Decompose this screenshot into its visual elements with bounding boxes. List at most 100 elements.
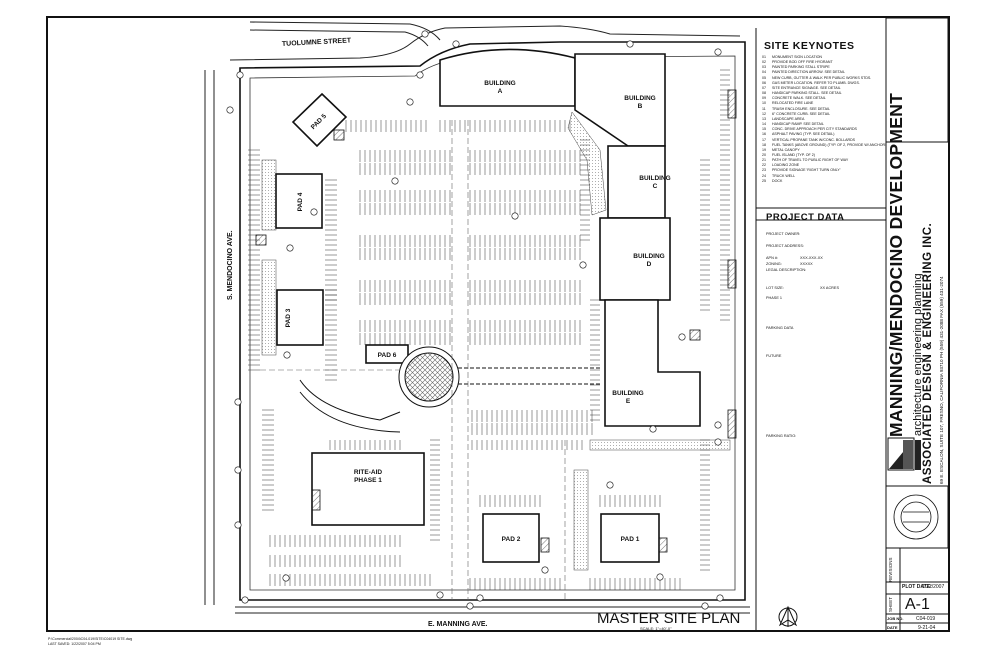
keynote-number: 10 bbox=[762, 101, 766, 106]
parking-row bbox=[359, 150, 451, 162]
keynote-text: GAS METER LOCATION. REFER TO PLUMB. DWGS… bbox=[772, 80, 860, 85]
parking-row bbox=[269, 555, 401, 567]
keynote-callout-marker bbox=[234, 466, 242, 474]
parking-row bbox=[359, 320, 451, 332]
keynote-text: PAINTED DIRECTION ARROW. SEE DETAIL bbox=[772, 70, 845, 75]
rite-aid bbox=[311, 452, 425, 526]
parking-row bbox=[469, 150, 581, 162]
keynote-text: CONCRETE WALK. SEE DETAIL bbox=[772, 96, 826, 101]
keynote-callout-marker bbox=[416, 71, 424, 79]
revisions-label: REVISIONS bbox=[888, 557, 893, 582]
parking-row bbox=[359, 248, 451, 260]
parking-row bbox=[439, 120, 571, 132]
parking-row bbox=[325, 289, 337, 381]
keynote-callout-marker bbox=[391, 177, 399, 185]
parking-row bbox=[469, 293, 581, 305]
firm-name: ASSOCIATED DESIGN & ENGINEERING INC. bbox=[922, 222, 934, 484]
parking-row bbox=[469, 333, 581, 345]
parking-row bbox=[359, 293, 451, 305]
keynote-callout-marker bbox=[452, 40, 460, 48]
keynote-callout-marker bbox=[282, 574, 290, 582]
keynote-text: DOCK bbox=[772, 178, 783, 183]
parking-row bbox=[589, 578, 681, 590]
parking-row bbox=[248, 149, 260, 371]
parking-stalls bbox=[248, 69, 730, 590]
keynote-number: 04 bbox=[762, 70, 766, 75]
pad-5 bbox=[291, 92, 348, 148]
building-label-line: BUILDING bbox=[484, 80, 515, 87]
keynote-callout-marker bbox=[678, 333, 686, 341]
keynote-callout-marker bbox=[310, 208, 318, 216]
building-label-line: D bbox=[647, 261, 652, 268]
parking-row bbox=[479, 495, 541, 507]
keynote-callout-marker bbox=[656, 573, 664, 581]
parking-row bbox=[359, 333, 451, 345]
project-owner-label: PROJECT OWNER: bbox=[766, 232, 801, 236]
keynote-text: VERTICAL PROPANE TANK W/CONC. BOLLARDS bbox=[772, 137, 856, 142]
apn-value: XXX-XXX-XX bbox=[800, 256, 823, 260]
keynote-item: 17 VERTICAL PROPANE TANK W/CONC. BOLLARDS bbox=[762, 138, 886, 143]
parking-row bbox=[469, 320, 581, 332]
roundabout bbox=[299, 346, 600, 433]
parking-row bbox=[329, 440, 401, 450]
keynote-number: 17 bbox=[762, 137, 766, 142]
keynote-callout-marker bbox=[579, 261, 587, 269]
firm-logo-icon bbox=[887, 437, 921, 471]
pad-6-label: PAD 6 bbox=[378, 352, 397, 359]
property-boundary bbox=[239, 41, 746, 601]
keynote-text: HANDICAP PARKING STALL. SEE DETAIL bbox=[772, 91, 842, 96]
parking-row bbox=[469, 578, 561, 590]
street-label-south: E. MANNING AVE. bbox=[428, 621, 488, 628]
lot-size-value: XX ACRES bbox=[820, 286, 839, 290]
keynote-callout-marker bbox=[714, 48, 722, 56]
parking-row bbox=[580, 139, 590, 241]
file-path-note: P:\Commercial\2004\C04-019\SITE\C04019 S… bbox=[48, 637, 132, 641]
keynote-text: HANDICAP RAMP. SEE DETAIL bbox=[772, 122, 824, 127]
keynote-callout-marker bbox=[234, 398, 242, 406]
pad-3 bbox=[276, 289, 324, 346]
parking-row bbox=[469, 280, 581, 292]
drawing-title: MASTER SITE PLAN bbox=[597, 610, 740, 627]
zoning-value: XXXXX bbox=[800, 262, 813, 266]
building-label-line: BUILDING bbox=[639, 175, 670, 182]
project-name: MANNING/MENDOCINO DEVELOPMENT bbox=[886, 92, 906, 437]
keynote-text: LOADING ZONE bbox=[772, 163, 800, 168]
keynote-number: 02 bbox=[762, 60, 766, 65]
keynote-callout-marker bbox=[649, 425, 657, 433]
parking-row bbox=[430, 439, 440, 541]
keynote-number: 19 bbox=[762, 147, 766, 152]
keynote-item: 04 PAINTED DIRECTION ARROW. SEE DETAIL bbox=[762, 70, 886, 75]
keynote-callout-marker bbox=[226, 106, 234, 114]
keynote-callout-marker bbox=[476, 594, 484, 602]
keynote-text: TRUCK WELL bbox=[772, 173, 796, 178]
parking-row bbox=[469, 190, 581, 202]
pad-2-label: PAD 2 bbox=[502, 536, 521, 543]
keynote-text: 6" CONCRETE CURB. SEE DETAIL bbox=[772, 111, 831, 116]
keynote-number: 01 bbox=[762, 55, 766, 59]
keynote-number: 23 bbox=[762, 168, 766, 173]
sheet-number: A-1 bbox=[905, 596, 930, 613]
parking-row bbox=[720, 69, 730, 321]
job-no-label: JOB NO. bbox=[887, 616, 904, 621]
keynote-callout-marker bbox=[234, 521, 242, 529]
drawing-sheet-border bbox=[46, 16, 950, 632]
keynote-callout-marker bbox=[626, 40, 634, 48]
parking-row bbox=[599, 495, 661, 507]
drive-aisles bbox=[260, 120, 566, 600]
site-keynotes-title: SITE KEYNOTES bbox=[764, 40, 855, 52]
pad-3-label: PAD 3 bbox=[285, 308, 292, 327]
date-label: DATE bbox=[887, 625, 898, 630]
parking-row bbox=[359, 190, 451, 202]
keynote-number: 09 bbox=[762, 96, 766, 101]
